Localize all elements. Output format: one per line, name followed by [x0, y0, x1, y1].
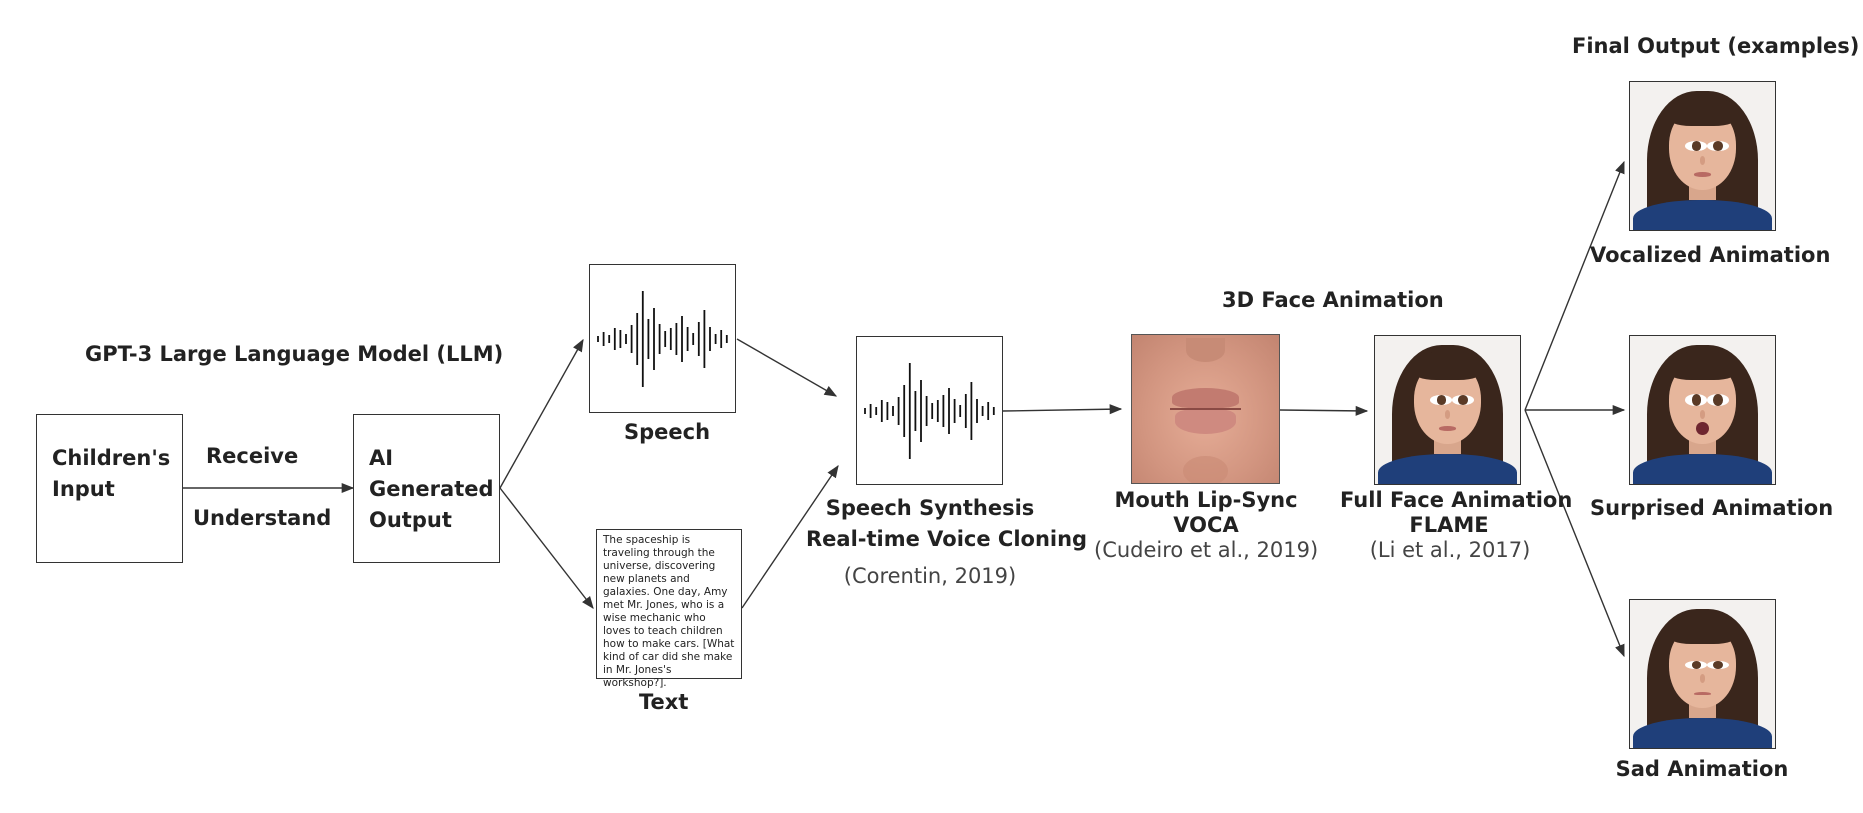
ai-output-line2: Generated [369, 477, 494, 501]
ai-output-line1: AI [369, 446, 394, 470]
arrow-synthesis-to-mouth [1002, 404, 1123, 415]
ai-generated-output-box: AI Generated Output [353, 414, 500, 563]
receive-label: Receive [206, 444, 299, 468]
avatar-face-vocalized [1630, 82, 1775, 230]
ai-output-line3: Output [369, 508, 452, 532]
childrens-input-line1: Children's [52, 446, 171, 470]
text-sample: The spaceship is traveling through the u… [603, 534, 735, 689]
sad-animation-image [1629, 599, 1776, 749]
sad-animation-label: Sad Animation [1615, 757, 1789, 781]
arrow-ai-to-text [499, 487, 594, 609]
surprised-animation-image [1629, 335, 1776, 485]
speech-synthesis-waveform-box [856, 336, 1003, 485]
vocalized-animation-image [1629, 81, 1776, 231]
face-animation-title: 3D Face Animation [1222, 288, 1444, 312]
voice-cloning-title: Real-time Voice Cloning [806, 527, 1088, 551]
surprised-animation-label: Surprised Animation [1590, 496, 1834, 520]
avatar-face-sad [1630, 600, 1775, 748]
speech-waveform-box [589, 264, 736, 413]
full-face-title: Full Face Animation [1340, 488, 1573, 512]
avatar-face-neutral [1375, 336, 1520, 484]
avatar-face-surprised [1630, 336, 1775, 484]
li-citation: (Li et al., 2017) [1369, 538, 1531, 562]
text-label: Text [639, 690, 689, 714]
childrens-input-line2: Input [52, 477, 115, 501]
childrens-input-box: Children's Input [36, 414, 183, 563]
understand-label: Understand [193, 506, 332, 530]
nose-icon [1186, 337, 1225, 362]
lower-lip-icon [1174, 409, 1237, 435]
final-output-title: Final Output (examples) [1572, 34, 1860, 58]
arrow-ai-to-speech [499, 338, 584, 489]
llm-title: GPT-3 Large Language Model (LLM) [85, 342, 504, 366]
arrow-speech-to-synthesis [736, 338, 838, 397]
arrow-mouth-to-face [1279, 405, 1369, 416]
arrow-face-to-vocalized [1524, 160, 1625, 411]
corentin-citation: (Corentin, 2019) [843, 564, 1017, 588]
upper-lip-icon [1171, 388, 1240, 408]
speech-waveform-icon [597, 291, 728, 387]
text-sample-box: The spaceship is traveling through the u… [596, 529, 742, 689]
voca-title: VOCA [1173, 513, 1239, 537]
flame-title: FLAME [1409, 513, 1489, 537]
mouth-lipsync-title: Mouth Lip-Sync [1114, 488, 1298, 512]
full-face-image [1374, 335, 1521, 485]
mouth-lipsync-image [1131, 334, 1280, 484]
synthesis-waveform-icon [864, 363, 995, 459]
speech-label: Speech [624, 420, 711, 444]
speech-synthesis-title: Speech Synthesis [825, 496, 1035, 520]
cudeiro-citation: (Cudeiro et al., 2019) [1094, 538, 1319, 562]
vocalized-animation-label: Vocalized Animation [1590, 243, 1831, 267]
